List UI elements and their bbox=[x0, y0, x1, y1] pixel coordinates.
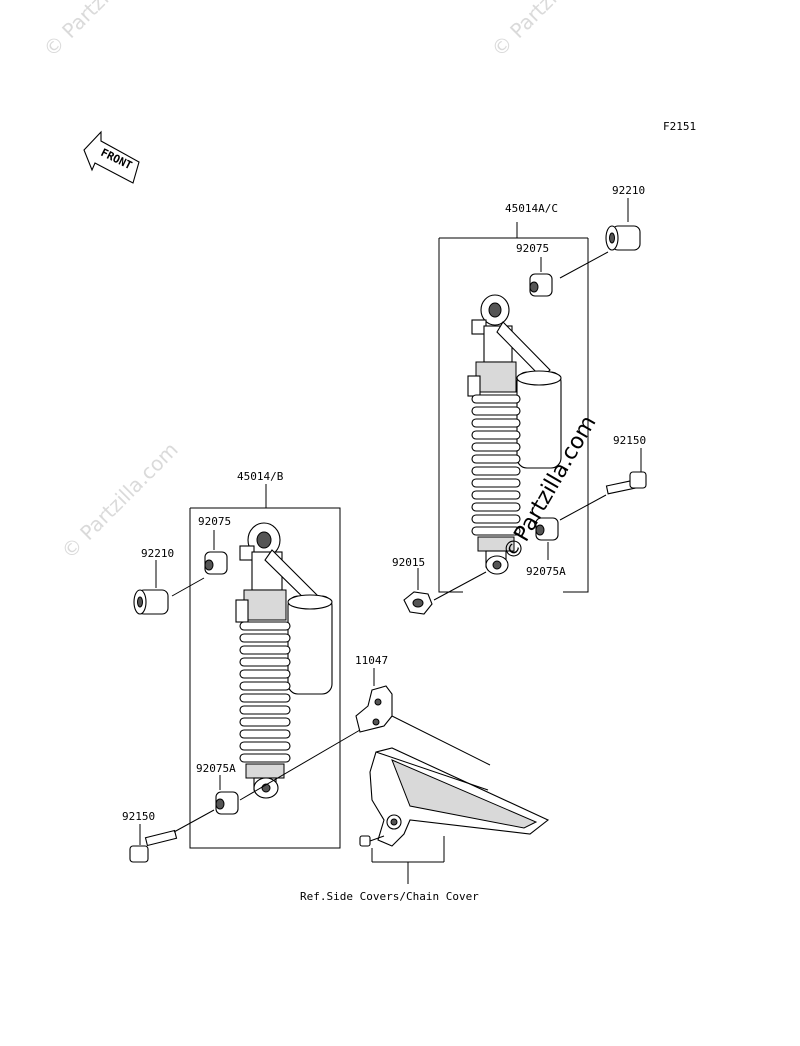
callout-bushing-top-right: 92075 bbox=[516, 242, 549, 255]
callout-shock-right-assembly: 45014A/C bbox=[505, 202, 558, 215]
bolt-right bbox=[605, 471, 647, 495]
collar-top-left bbox=[133, 589, 169, 615]
spring-coils-right bbox=[471, 394, 521, 536]
callout-bracket: 11047 bbox=[355, 654, 388, 667]
callout-collar-top-left: 92210 bbox=[141, 547, 174, 560]
nut-right bbox=[403, 591, 433, 615]
bracket-11047 bbox=[355, 685, 393, 733]
faint-watermark-top-left: © Partzilla.com bbox=[39, 0, 165, 62]
bracket-group: 11047 Ref.Side Covers/Chain Cover bbox=[300, 654, 550, 903]
chain-cover bbox=[369, 747, 550, 847]
figure-code: F2151 bbox=[663, 120, 696, 133]
faint-watermark-middle-left: © Partzilla.com bbox=[57, 437, 183, 563]
callout-bolt-left: 92150 bbox=[122, 810, 155, 823]
faint-watermarks: © Partzilla.com © Partzilla.com © Partzi… bbox=[39, 0, 613, 564]
shock-absorber-left bbox=[235, 522, 333, 799]
screw bbox=[359, 835, 385, 847]
callout-shock-left-assembly: 45014/B bbox=[237, 470, 284, 483]
shock-absorber-right bbox=[467, 294, 562, 575]
spring-coils-left bbox=[239, 621, 291, 763]
right-shock-group: 92210 45014A/C 92075 92150 92075A bbox=[392, 184, 647, 615]
bushing-bottom-left bbox=[215, 791, 239, 815]
callout-nut-right: 92015 bbox=[392, 556, 425, 569]
callout-bushing-bottom-left: 92075A bbox=[196, 762, 236, 775]
callout-bushing-top-left: 92075 bbox=[198, 515, 231, 528]
bushing-top-left bbox=[204, 551, 228, 575]
callout-collar-top-right: 92210 bbox=[612, 184, 645, 197]
left-shock-group: 92075 92210 45014/B 92075A 92150 bbox=[122, 470, 361, 863]
reference-note: Ref.Side Covers/Chain Cover bbox=[300, 890, 479, 903]
bushing-bottom-right bbox=[535, 517, 559, 541]
callout-bushing-bottom-right: 92075A bbox=[526, 565, 566, 578]
bushing-top-right bbox=[529, 273, 553, 297]
faint-watermark-top-right: © Partzilla.com bbox=[487, 0, 613, 62]
callout-bolt-right: 92150 bbox=[613, 434, 646, 447]
bolt-left bbox=[129, 829, 178, 863]
front-arrow-icon: FRONT bbox=[83, 130, 140, 184]
collar-top-right bbox=[605, 225, 641, 251]
